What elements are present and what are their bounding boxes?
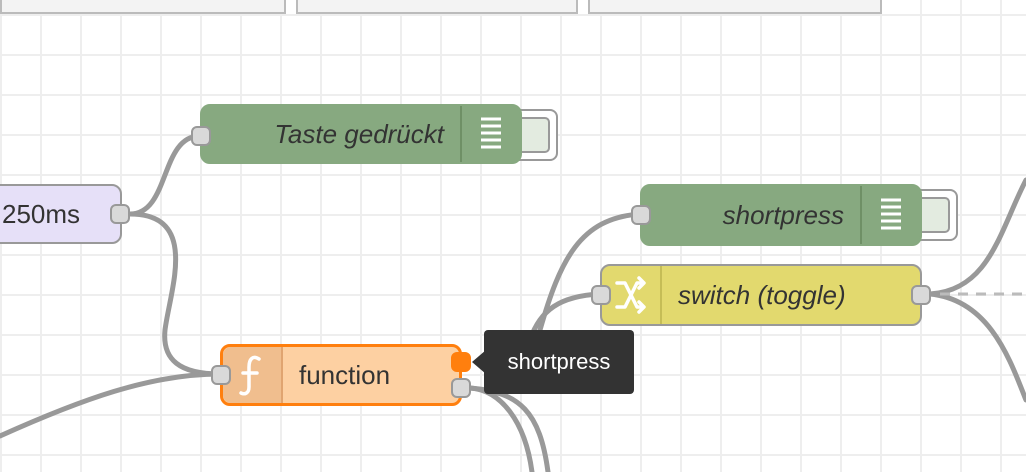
switch-icon — [602, 266, 662, 324]
node-label: function — [299, 360, 390, 391]
list-icon — [460, 106, 520, 162]
tooltip-text: shortpress — [508, 349, 611, 375]
node-label: shortpress — [723, 200, 844, 231]
wire — [470, 388, 548, 472]
wire — [930, 294, 1026, 400]
switch-node[interactable]: switch (toggle) — [600, 264, 922, 326]
debug-node-shortpress[interactable]: shortpress — [640, 184, 922, 246]
input-port[interactable] — [211, 365, 231, 385]
port-tooltip: shortpress — [484, 330, 634, 394]
node-label: 250ms — [2, 199, 80, 230]
input-port[interactable] — [631, 205, 651, 225]
output-port-2[interactable] — [451, 378, 471, 398]
node-label: Taste gedrückt — [274, 119, 444, 150]
function-node[interactable]: function — [220, 344, 462, 406]
input-port[interactable] — [191, 126, 211, 146]
list-icon — [860, 186, 920, 244]
input-port[interactable] — [591, 285, 611, 305]
output-port[interactable] — [911, 285, 931, 305]
node-label: switch (toggle) — [678, 280, 846, 311]
trigger-node[interactable]: 250ms — [0, 184, 122, 244]
function-icon — [223, 347, 283, 403]
wire — [470, 388, 532, 472]
wire — [130, 214, 220, 374]
output-port[interactable] — [110, 204, 130, 224]
wire — [0, 374, 220, 436]
output-port-1[interactable] — [451, 352, 471, 372]
wire — [130, 136, 200, 214]
debug-node-taste[interactable]: Taste gedrückt — [200, 104, 522, 164]
